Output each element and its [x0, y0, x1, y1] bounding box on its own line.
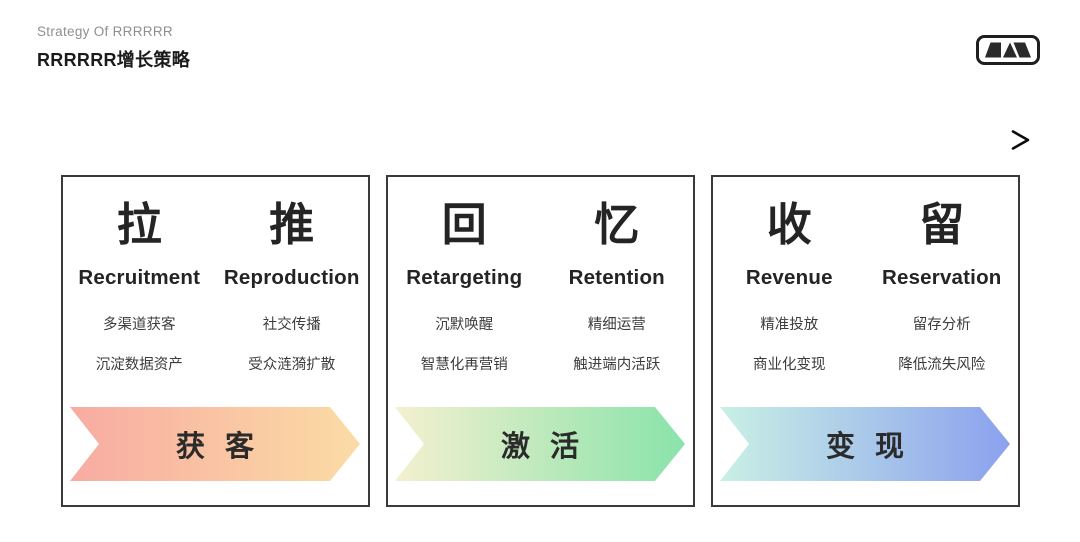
- keyword-char: 推: [269, 199, 315, 250]
- stage-column: 推 Reproduction 社交传播 受众涟漪扩散: [216, 177, 369, 374]
- stage-box-revenue: 收 Revenue 精准投放 商业化变现 留 Reservation 留存分析 …: [711, 175, 1020, 507]
- stage-columns: 拉 Recruitment 多渠道获客 沉淀数据资产 推 Reproductio…: [63, 177, 368, 374]
- stage-banner-ribbon: 变 现: [720, 407, 1010, 481]
- stage-box-retargeting: 回 Retargeting 沉默唤醒 智慧化再营销 忆 Retention 精细…: [386, 175, 695, 507]
- keyword-char: 拉: [116, 199, 162, 250]
- keyword-char: 收: [766, 199, 812, 250]
- column-point: 降低流失风险: [898, 356, 986, 373]
- stage-column: 忆 Retention 精细运营 触进端内活跃: [541, 177, 694, 374]
- right-arrow-icon: [50, 130, 1030, 150]
- slide-subtitle: Strategy Of RRRRRR: [37, 24, 173, 39]
- stage-columns: 收 Revenue 精准投放 商业化变现 留 Reservation 留存分析 …: [713, 177, 1018, 374]
- stage-column: 留 Reservation 留存分析 降低流失风险: [866, 177, 1019, 374]
- column-point: 精准投放: [760, 316, 819, 333]
- keyword-char: 回: [441, 199, 487, 250]
- stage-banner-ribbon: 激 活: [395, 407, 685, 481]
- stage-columns: 回 Retargeting 沉默唤醒 智慧化再营销 忆 Retention 精细…: [388, 177, 693, 374]
- stage-banner-ribbon: 获 客: [70, 407, 360, 481]
- brand-logo-icon: [976, 35, 1040, 65]
- column-point: 留存分析: [912, 316, 971, 333]
- column-point: 触进端内活跃: [573, 356, 661, 373]
- column-point: 精细运营: [587, 316, 646, 333]
- column-label: Recruitment: [78, 265, 201, 289]
- column-label: Reservation: [881, 265, 1002, 289]
- stages-row: 拉 Recruitment 多渠道获客 沉淀数据资产 推 Reproductio…: [61, 175, 1020, 507]
- keyword-char: 忆: [594, 199, 640, 250]
- stage-column: 回 Retargeting 沉默唤醒 智慧化再营销: [388, 177, 541, 374]
- stage-banner-label: 变 现: [825, 431, 911, 463]
- column-label: Reproduction: [223, 265, 360, 289]
- column-point: 多渠道获客: [103, 316, 176, 333]
- column-label: Retention: [568, 265, 665, 289]
- column-label: Retargeting: [406, 265, 523, 289]
- column-point: 商业化变现: [753, 356, 826, 373]
- stage-column: 拉 Recruitment 多渠道获客 沉淀数据资产: [63, 177, 216, 374]
- column-point: 社交传播: [262, 316, 321, 333]
- stage-banner-label: 激 活: [500, 431, 586, 463]
- stage-column: 收 Revenue 精准投放 商业化变现: [713, 177, 866, 374]
- column-point: 智慧化再营销: [420, 356, 508, 373]
- column-label: Revenue: [745, 265, 833, 289]
- column-point: 沉默唤醒: [435, 316, 494, 333]
- keyword-char: 留: [919, 199, 965, 250]
- column-point: 沉淀数据资产: [95, 356, 183, 373]
- stage-box-recruitment: 拉 Recruitment 多渠道获客 沉淀数据资产 推 Reproductio…: [61, 175, 370, 507]
- slide-header: Strategy Of RRRRRR RRRRRR增长策略: [37, 24, 190, 72]
- mountain-logo-icon: [976, 35, 1040, 65]
- stage-banner-label: 获 客: [175, 431, 261, 463]
- flow-direction-arrow: [50, 128, 1035, 152]
- page-title: RRRRRR增长策略: [37, 50, 190, 70]
- column-point: 受众涟漪扩散: [248, 356, 336, 373]
